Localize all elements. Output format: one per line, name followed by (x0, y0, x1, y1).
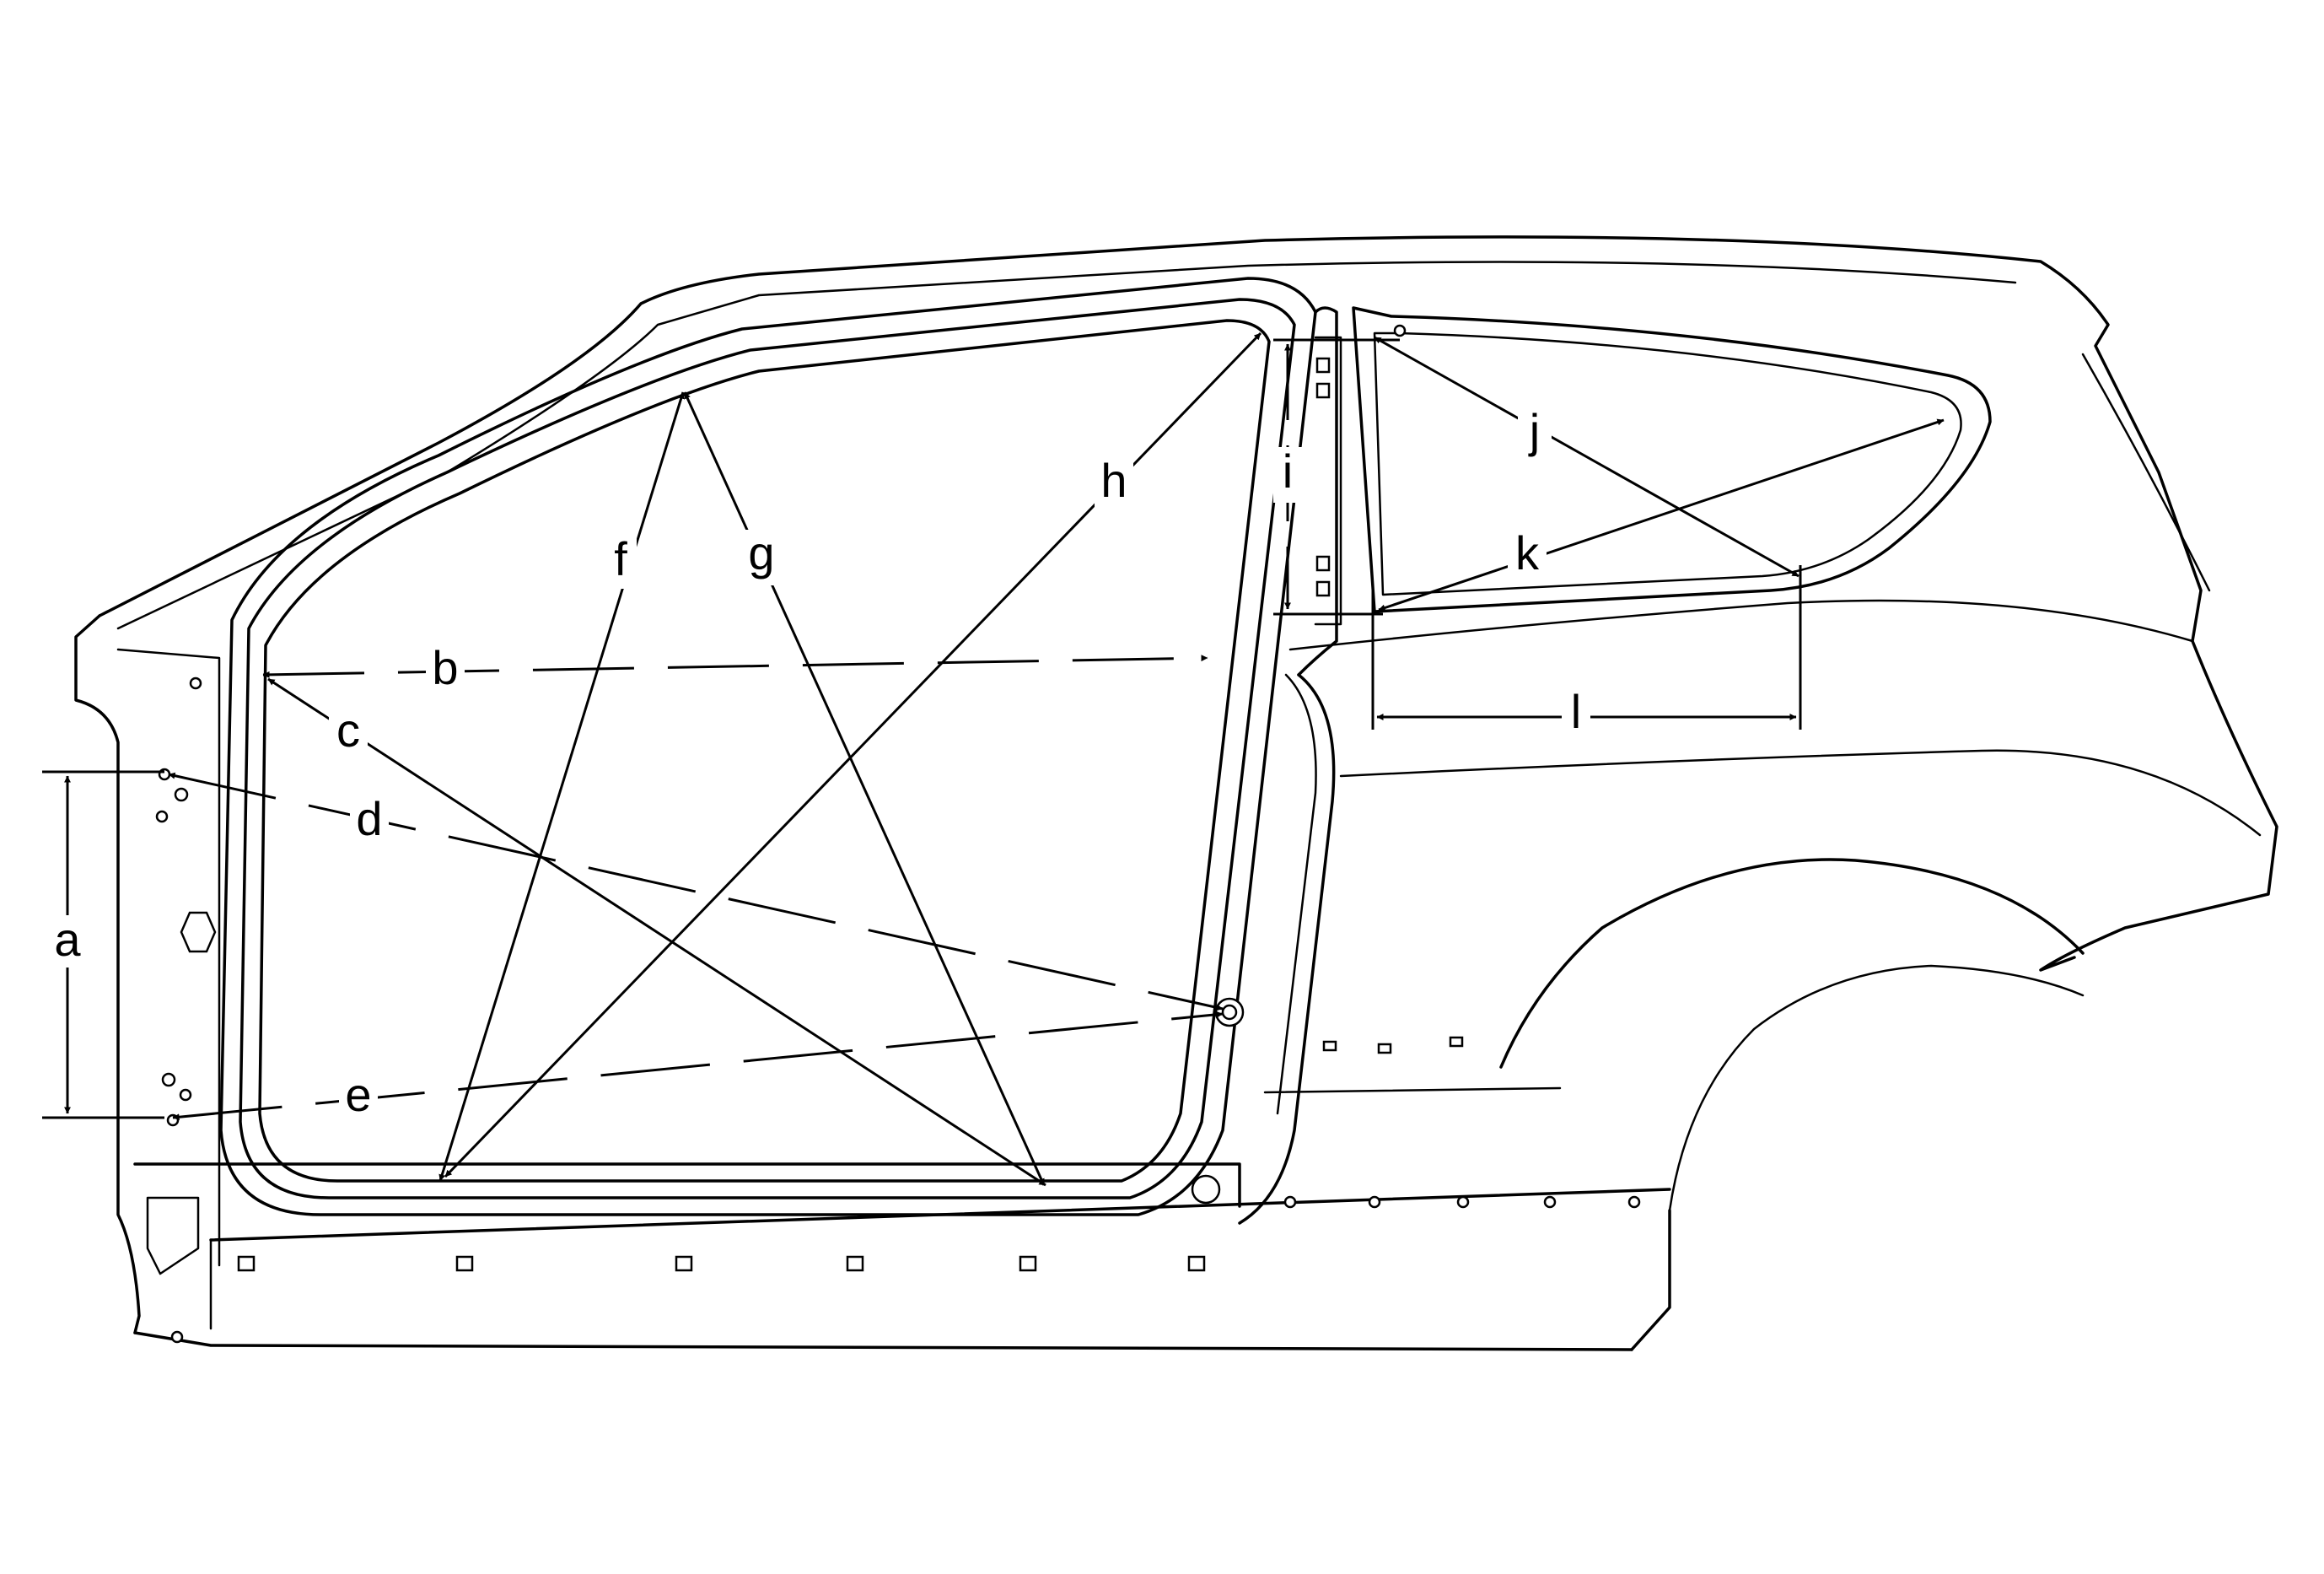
rocker-hole (1456, 1195, 1470, 1209)
dimension-d-label: d (356, 792, 382, 845)
hinge-pillar-hole (174, 787, 189, 802)
rocker-slot (455, 1255, 474, 1272)
striker-slot (1315, 580, 1331, 597)
dimension-b-label: b (432, 641, 458, 694)
lock-pillar-grommet-center (1221, 1004, 1238, 1021)
hinge-pillar-hole (161, 1072, 176, 1087)
rocker-top (209, 1188, 1671, 1242)
rocker-grommet (1191, 1174, 1221, 1205)
striker-slot (1315, 555, 1331, 572)
hinge-pillar-hole (179, 1088, 192, 1102)
rear-wheel-arch (1499, 858, 2085, 1069)
dimension-k-label: k (1515, 526, 1540, 579)
roof-outer-line (98, 235, 2278, 972)
quarter-slot (1449, 1036, 1464, 1048)
rocker-slot (1019, 1255, 1037, 1272)
quarter-slot (1377, 1043, 1392, 1054)
rocker-bottom (133, 1331, 1633, 1351)
striker-slot (1315, 357, 1331, 374)
dimension-c-label: c (336, 703, 360, 757)
rocker-rear-line (1630, 1209, 1671, 1351)
dimension-j-label: j (1528, 404, 1540, 457)
lock-pillar-rear (1238, 673, 1336, 1225)
rear-wheel-arch-outer (1668, 964, 2085, 1212)
rocker-slot (1187, 1255, 1206, 1272)
body-side-outline (74, 235, 2278, 1351)
dimension-h-line (444, 332, 1262, 1178)
rocker-slot (237, 1255, 256, 1272)
rocker-hole (170, 1330, 184, 1344)
rocker-hole (1368, 1195, 1381, 1209)
rocker-hole (1543, 1195, 1557, 1209)
front-pillar-outer (74, 614, 141, 1334)
rocker-hole (1627, 1195, 1641, 1209)
dimension-e-label: e (345, 1068, 371, 1121)
door-opening-inner (258, 319, 1271, 1183)
rocker-slot (846, 1255, 864, 1272)
dimension-a-label: a (54, 913, 81, 966)
door-opening-outer (219, 277, 1317, 1216)
dimension-k-line (1378, 418, 1945, 612)
lock-pillar-inner (1276, 673, 1317, 1115)
hinge-pillar-hole (155, 810, 169, 823)
rocker-sill-line (1263, 1086, 1562, 1094)
dimension-f-label: f (614, 532, 627, 585)
rocker-hole (1283, 1195, 1297, 1209)
quarter-window-inner (1373, 332, 1962, 596)
hinge-pillar-hole (189, 676, 202, 690)
body-mid-crease (1339, 749, 2262, 837)
quarter-slot (1322, 1040, 1337, 1052)
quarter-window-outer (1352, 306, 1992, 613)
lock-pillar-striker (1314, 336, 1342, 626)
dimension-h-label: h (1100, 454, 1127, 507)
front-lower-bracket (146, 1196, 200, 1275)
rear-upper-crease (2081, 353, 2211, 592)
dimension-f-line (438, 391, 685, 1182)
hinge-pillar-hex-hole (180, 911, 217, 953)
dimension-g-label: g (748, 526, 774, 579)
dimension-b-line (262, 655, 1208, 678)
dimension-e-line (172, 1011, 1224, 1121)
striker-slot (1315, 382, 1331, 399)
door-opening-middle (239, 298, 1296, 1199)
dimension-i-label: i (1283, 445, 1293, 498)
dimension-l-label: l (1571, 685, 1581, 738)
quarter-window-hole (1393, 324, 1407, 337)
dimension-labels: a b c d e f g h i j k l (49, 404, 1590, 1124)
front-pillar-inner (116, 648, 221, 1267)
dimension-lines (42, 332, 1945, 1187)
lock-pillar-front (1297, 306, 1338, 676)
rocker-slot (675, 1255, 693, 1272)
dimension-d-line (168, 772, 1224, 1011)
rocker-upper (133, 1162, 1241, 1208)
